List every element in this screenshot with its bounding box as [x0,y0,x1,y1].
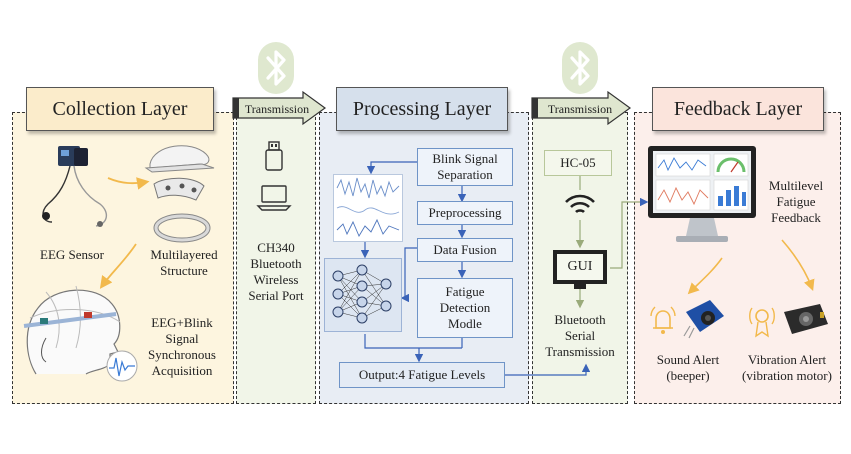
gui-monitor: GUI [553,250,607,284]
bluetooth-icon [258,42,294,94]
head-eeg-illustration [23,285,121,375]
acquisition-label-1: EEG+Blink [151,315,213,330]
collection-flow-arrows [99,177,150,289]
transmission-arrow-right [531,90,632,126]
blink-separation-line-1: Blink Signal [432,151,498,166]
blink-separation-line-2: Separation [437,167,493,182]
transmission-left-label: Transmission [244,102,310,116]
ch340-label-3: Wireless [253,272,299,287]
processing-layer-title: Processing Layer [336,87,508,131]
cap-structure-illustration [144,145,215,243]
multilevel-label-1: Multilevel [768,178,824,193]
acquisition-label-2: Signal [165,331,199,346]
fatigue-model-line-1: Fatigue [445,284,485,299]
bt-serial-label-1: Bluetooth [554,312,606,327]
beeper-module-illustration [683,300,724,339]
laptop-icon [256,185,292,211]
ch340-label-1: CH340 [257,240,295,255]
multilevel-label-2: Fatigue [776,194,816,209]
preprocessing-box: Preprocessing [417,201,513,225]
dashboard-monitor-illustration [648,146,756,242]
multilevel-label-3: Feedback [771,210,821,225]
structure-label-1: Multilayered [150,247,218,262]
fatigue-model-line-2: Detection [439,300,491,315]
vibration-alert-label-1: Vibration Alert [747,352,827,367]
transmission-right-label: Transmission [547,102,613,116]
usb-icon [265,141,283,171]
collection-layer-title: Collection Layer [26,87,214,131]
vibration-icon [749,307,775,338]
acquisition-label-3: Synchronous [148,347,216,362]
structure-label-2: Structure [160,263,208,278]
eeg-sensor-illustration [42,146,107,227]
sound-alert-label-1: Sound Alert [656,352,720,367]
acquisition-label-4: Acquisition [151,363,213,378]
sound-alert-label-2: (beeper) [666,368,710,383]
vibration-motor-illustration [784,304,828,334]
eeg-waveform-graphic [333,174,403,242]
blink-separation-box: Blink Signal Separation [417,148,513,186]
gui-monitor-stand [574,284,586,289]
bt-serial-label-2: Serial [564,328,596,343]
hc05-module-box: HC-05 [544,150,612,176]
ch340-label-4: Serial Port [248,288,304,303]
fatigue-model-line-3: Modle [448,316,482,331]
bluetooth-icon [562,42,598,94]
processing-connectors [360,161,467,363]
transmission-arrow-left [232,90,327,126]
eeg-sensor-label: EEG Sensor [40,247,104,262]
fatigue-model-box: Fatigue Detection Modle [417,278,513,338]
bell-icon [650,306,676,334]
vibration-alert-label-2: (vibration motor) [742,368,832,383]
bt-serial-label-3: Transmission [545,344,615,359]
signal-wave-icon [106,350,138,382]
output-box: Output:4 Fatigue Levels [339,362,505,388]
transmission-left-panel [236,112,316,404]
neural-network-graphic [324,258,402,332]
data-fusion-box: Data Fusion [417,238,513,262]
feedback-layer-title: Feedback Layer [652,87,824,131]
ch340-label-2: Bluetooth [250,256,302,271]
wifi-icon [565,194,595,214]
